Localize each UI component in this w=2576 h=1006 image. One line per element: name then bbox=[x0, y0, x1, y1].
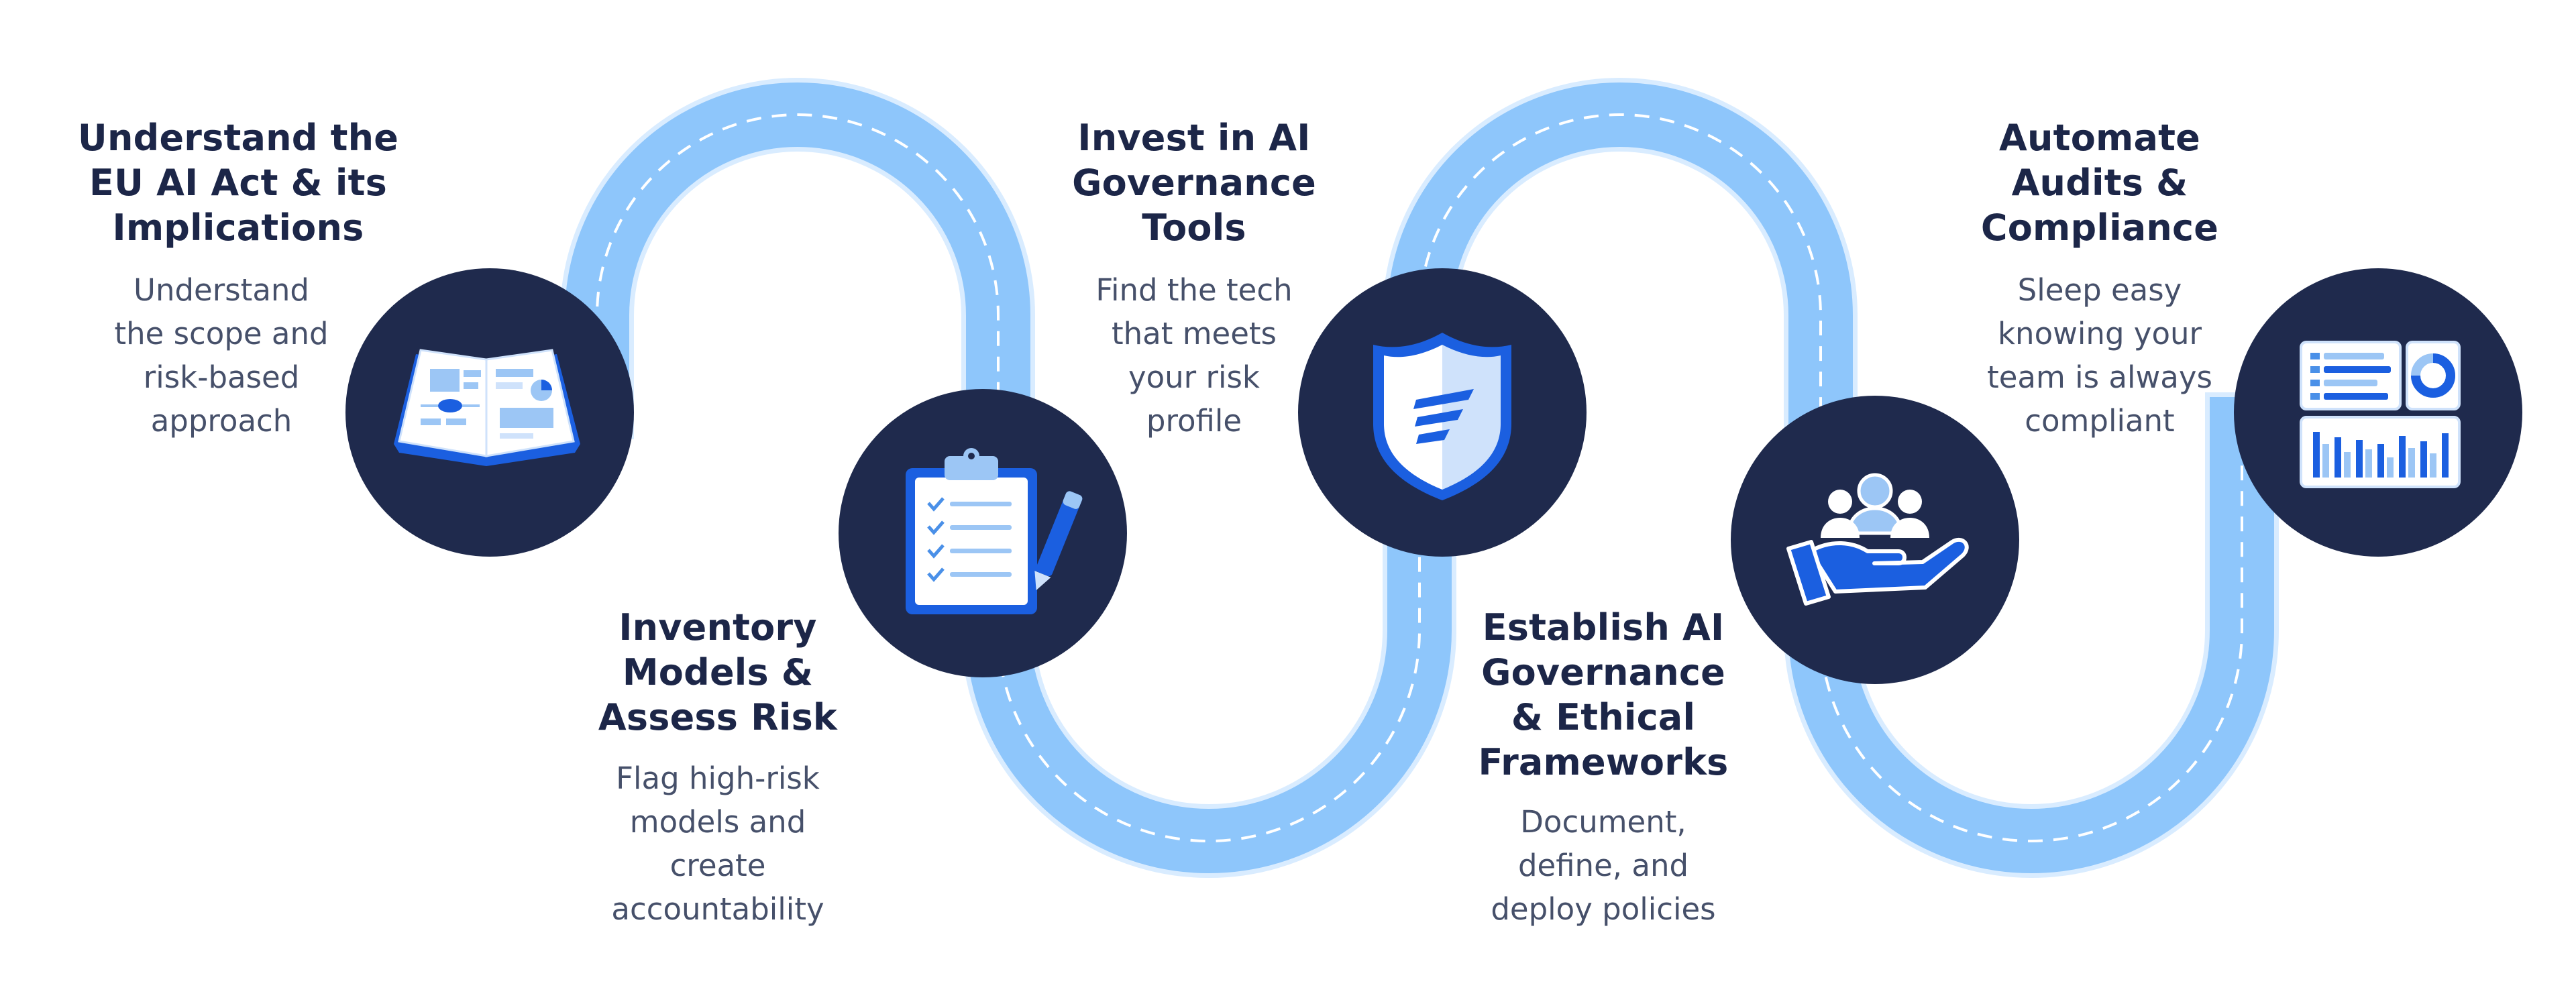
step-5-title-line: Audits & bbox=[2011, 162, 2188, 204]
step-3-desc-line: that meets bbox=[1112, 316, 1277, 351]
step-4-desc-line: Document, bbox=[1520, 804, 1686, 840]
step-1-title-line: Implications bbox=[112, 207, 364, 249]
clipboard-checklist-icon bbox=[906, 448, 1083, 614]
step-5-title-line: Compliance bbox=[1980, 207, 2219, 249]
step-1-title: Understand the EU AI Act & its Implicati… bbox=[20, 115, 456, 250]
step-4-title-line: Governance bbox=[1481, 651, 1725, 693]
step-2-desc-line: accountability bbox=[611, 891, 824, 927]
step-1-desc-line: the scope and bbox=[114, 316, 329, 351]
step-1-desc-line: Understand bbox=[133, 272, 309, 308]
step-4-title-line: Establish AI bbox=[1482, 606, 1725, 649]
step-1-title-line: Understand the bbox=[77, 117, 399, 159]
step-1-desc-line: risk-based bbox=[143, 359, 300, 395]
dashboard-icon bbox=[2300, 341, 2461, 488]
step-3-title: Invest in AI Governance Tools bbox=[993, 115, 1395, 250]
step-1-title-line: EU AI Act & its bbox=[89, 162, 387, 204]
step-5-desc-line: compliant bbox=[2025, 403, 2175, 439]
step-4-title-line: & Ethical bbox=[1511, 696, 1696, 738]
step-4-title: Establish AI Governance & Ethical Framew… bbox=[1415, 605, 1791, 785]
step-4-desc-line: define, and bbox=[1517, 848, 1689, 883]
step-3-desc-line: your risk bbox=[1128, 359, 1260, 395]
road-center-line bbox=[413, 113, 2314, 842]
step-1-desc-line: approach bbox=[150, 403, 292, 439]
step-5-description: Sleep easy knowing your team is always c… bbox=[1945, 268, 2254, 443]
step-2-desc-line: models and bbox=[629, 804, 806, 840]
step-5-desc-line: knowing your bbox=[1998, 316, 2202, 351]
open-book-icon bbox=[394, 349, 580, 466]
step-2-title: Inventory Models & Assess Risk bbox=[537, 605, 899, 740]
step-2-desc-line: create bbox=[669, 848, 766, 883]
step-2-title-line: Assess Risk bbox=[598, 696, 838, 738]
hand-people-icon bbox=[1786, 473, 1969, 606]
step-1-icon-circle bbox=[345, 268, 634, 557]
step-5-desc-line: Sleep easy bbox=[2017, 272, 2182, 308]
step-2-desc-line: Flag high-risk bbox=[616, 761, 820, 796]
step-5-icon-circle bbox=[2234, 268, 2522, 557]
step-2-icon-circle bbox=[839, 389, 1127, 677]
step-5-desc-line: team is always bbox=[1987, 359, 2212, 395]
step-3-title-line: Invest in AI bbox=[1077, 117, 1311, 159]
step-3-desc-line: Find the tech bbox=[1095, 272, 1293, 308]
step-4-icon-circle bbox=[1731, 396, 2019, 684]
step-3-title-line: Tools bbox=[1142, 207, 1246, 249]
step-3-icon-circle bbox=[1298, 268, 1587, 557]
step-2-title-line: Models & bbox=[622, 651, 814, 693]
step-2-description: Flag high-risk models and create account… bbox=[550, 757, 885, 931]
step-5-title: Automate Audits & Compliance bbox=[1912, 115, 2288, 250]
step-2-title-line: Inventory bbox=[619, 606, 817, 649]
step-1-description: Understand the scope and risk-based appr… bbox=[60, 268, 382, 443]
step-4-title-line: Frameworks bbox=[1478, 741, 1729, 783]
step-3-title-line: Governance bbox=[1072, 162, 1316, 204]
step-5-title-line: Automate bbox=[1999, 117, 2200, 159]
step-3-desc-line: profile bbox=[1146, 403, 1242, 439]
step-4-desc-line: deploy policies bbox=[1491, 891, 1716, 927]
step-4-description: Document, define, and deploy policies bbox=[1449, 800, 1758, 931]
shield-icon bbox=[1373, 333, 1511, 500]
step-3-description: Find the tech that meets your risk profi… bbox=[1040, 268, 1348, 443]
